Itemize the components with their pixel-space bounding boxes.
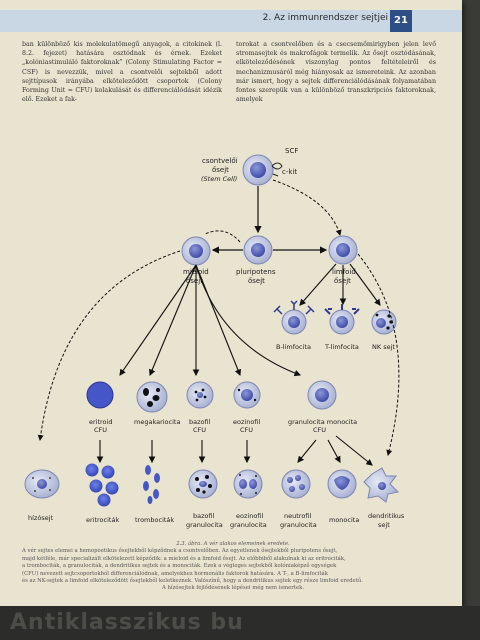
eosinophil-cfu-cell (233, 381, 261, 409)
caption-line: 2.3. ábra. A vér alakos elemeinek eredet… (176, 541, 290, 547)
neutrophil-granulocyte-label-1: neutrofil (284, 512, 311, 520)
page-header (0, 10, 462, 32)
mast-cell-label: hízósejt (28, 514, 54, 522)
pluripotent-label-1: pluripotens (236, 268, 276, 276)
pluripotent-progenitor-cell (243, 235, 273, 265)
basophil-cfu-label-2: CFU (193, 426, 206, 434)
neutrophil-granulocyte-cell (281, 469, 311, 499)
caption-line: a trombociták, a granulociták, a dendrit… (22, 563, 337, 570)
book-page: 2. Az immunrendszer sejtjei 21 ban külön… (0, 0, 462, 606)
background-surface (0, 606, 480, 640)
page-number: 21 (390, 10, 412, 32)
arrow-to-erythroid-cfu (119, 264, 197, 376)
eosinophil-granulocyte-cell (233, 469, 263, 499)
dashed-arrow-to-mast-cell (37, 250, 181, 441)
monocyte-label: monocita (329, 516, 359, 524)
basophil-cfu-label-1: bazofil (189, 418, 211, 426)
monocyte-cell (327, 469, 357, 499)
arrow-to-dendritic (335, 435, 373, 466)
arrow-to-nk-cell (349, 263, 381, 306)
gran-mono-cfu-label-2: CFU (313, 426, 326, 434)
stem-cell-label-1: csontvelői (202, 156, 238, 165)
myeloid-progenitor-cell (181, 236, 211, 266)
dendritic-cell (363, 467, 400, 503)
caption-line: A hízósejtek fejlődésének lépései még ne… (161, 585, 304, 592)
dendritic-cell-label-2: sejt (378, 521, 390, 529)
t-cell-label: T-limfocita (324, 343, 359, 351)
thrombocytes-group (143, 465, 160, 504)
stem-cell-label-2: ősejt (212, 165, 229, 174)
megakaryocyte-label: megakariocita (134, 418, 180, 426)
background-book-title: Antiklasszikus bu (10, 610, 244, 635)
thrombocytes-label: trombociták (135, 516, 174, 524)
t-lymphocyte-cell (324, 304, 360, 335)
scf-label: SCF (285, 147, 298, 155)
basophil-granulocyte-label-1: bazofil (193, 512, 215, 520)
figure-caption: 2.3. ábra. A vér alakos elemeinek eredet… (22, 541, 444, 593)
erythrocytes-label: eritrociták (86, 516, 119, 524)
b-cell-label: B-limfocita (276, 343, 311, 351)
eosinophil-cfu-label-2: CFU (240, 426, 253, 434)
dashed-arrow-lymphoid-to-dendritic (357, 253, 400, 456)
myeloid-label-2: ősejt (186, 276, 203, 285)
eosinophil-cfu-label-1: eozinofil (233, 418, 260, 426)
c-kit-label: c-kit (282, 168, 297, 176)
pluripotent-label-2: ősejt (248, 276, 265, 285)
arrow-to-eosinophil-cfu (195, 264, 242, 377)
hematopoiesis-diagram: SCF c-kit csontvelői ősejt (Stem Cell) m… (24, 147, 405, 529)
erythroid-cfu-cell (86, 381, 114, 409)
eosinophil-granulocyte-label-2: granulocita (230, 521, 267, 529)
caption-line: és az NK-sejtek a limfoid elköteleződött… (22, 578, 363, 585)
b-lymphocyte-cell (273, 300, 315, 335)
eosinophil-granulocyte-label-1: eozinofil (236, 512, 263, 520)
basophil-cfu-cell (186, 381, 214, 409)
arrow-to-b-cell (299, 263, 337, 306)
neutrophil-granulocyte-label-2: granulocita (280, 521, 317, 529)
mast-cell (24, 469, 60, 499)
basophil-granulocyte-label-2: granulocita (186, 521, 223, 529)
erythroid-cfu-label-1: eritroid (89, 418, 112, 426)
nk-cell-label: NK sejt (372, 343, 395, 351)
erythroid-cfu-label-2: CFU (94, 426, 107, 434)
caption-line: A vér sejtes elemei a hemopoetikus ősejt… (22, 548, 338, 555)
body-text-right-column: torokat a csontvelőben és a csecsemőmiri… (236, 41, 436, 104)
erythrocytes-group (85, 463, 119, 507)
basophil-granulocyte-cell (188, 469, 218, 499)
dashed-loop (204, 230, 241, 243)
gran-mono-cfu-label-1: granulocita monocita (288, 418, 357, 426)
arrow-to-monocyte (327, 439, 341, 463)
stem-cell (242, 154, 274, 186)
dashed-arrow-stem-to-lymphoid (272, 179, 342, 236)
granulocyte-monocyte-cfu-cell (307, 380, 337, 410)
caption-line: (CFU) nevezett sejtcsoportokból differen… (22, 570, 328, 577)
lymphoid-label-1: limfoid (332, 268, 356, 276)
arrow-to-gran-mono-cfu (195, 264, 302, 377)
caption-line: majd kétféle, már specializált elkötelez… (22, 555, 346, 562)
lymphoid-progenitor-cell (328, 235, 358, 265)
arrow-to-neutrophil (297, 439, 317, 463)
stem-cell-label-3: (Stem Cell) (201, 175, 237, 183)
body-text-left-column: ban különböző kis molekulatömegű anyagok… (22, 41, 222, 104)
c-kit-receptor-icon (271, 162, 283, 177)
dendritic-cell-label-1: dendritikus (368, 512, 405, 520)
megakaryocyte-cell (136, 381, 168, 413)
chapter-title: 2. Az immunrendszer sejtjei (262, 13, 388, 23)
arrow-to-megakaryocyte (149, 264, 197, 377)
